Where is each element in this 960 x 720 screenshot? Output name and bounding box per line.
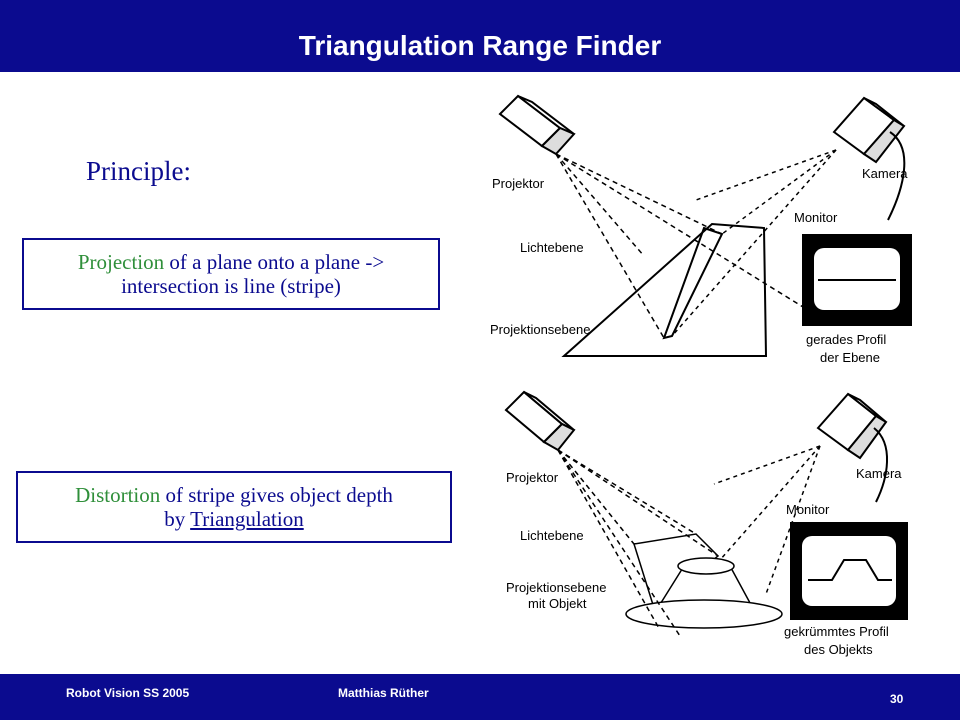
footer-author: Matthias Rüther xyxy=(338,686,429,700)
camera-cable xyxy=(873,427,888,503)
light-plane-label: Lichtebene xyxy=(520,240,584,255)
distortion-textbox: Distortion of stripe gives object depth … xyxy=(16,471,452,543)
light-plane-label: Lichtebene xyxy=(520,528,584,543)
curved-profile-line xyxy=(808,559,892,581)
projection-highlight: Projection xyxy=(77,250,165,274)
monitor-label: Monitor xyxy=(786,502,830,517)
projector-label: Projektor xyxy=(492,176,545,191)
projector-label: Projektor xyxy=(506,470,559,485)
profile-label-line1: gerades Profil xyxy=(806,332,886,347)
title-bar: Triangulation Range Finder xyxy=(0,0,960,72)
projection-plane-label: Projektionsebene xyxy=(490,322,590,337)
camera-cable xyxy=(887,131,906,221)
distortion-text-line1: of stripe gives object depth xyxy=(160,483,393,507)
projection-plane-shape xyxy=(561,222,768,357)
projection-textbox: Projection of a plane onto a plane -> in… xyxy=(22,238,440,310)
projector-icon xyxy=(498,94,576,156)
monitor-icon xyxy=(802,234,912,326)
camera-rays xyxy=(713,445,821,595)
camera-label: Kamera xyxy=(856,466,902,481)
page-number: 30 xyxy=(890,692,904,706)
distortion-text-prefix: by xyxy=(164,507,191,531)
slide-title: Triangulation Range Finder xyxy=(298,30,662,61)
monitor-icon xyxy=(790,522,908,620)
footer-bar: Robot Vision SS 2005 Matthias Rüther 30 xyxy=(0,674,960,720)
projector-rays xyxy=(557,449,719,637)
principle-label: Principle: xyxy=(86,156,191,186)
camera-rays xyxy=(671,149,837,337)
profile-label-line2: des Objekts xyxy=(804,642,873,657)
projection-text-line1: of a plane onto a plane -> xyxy=(164,250,385,274)
projector-icon xyxy=(504,390,576,452)
monitor-label: Monitor xyxy=(794,210,838,225)
footer-course: Robot Vision SS 2005 xyxy=(66,686,190,700)
projection-plane-label-line2: mit Objekt xyxy=(528,596,587,611)
plane-projection-diagram: Projektor Kamera Monitor Lichtebene Proj… xyxy=(490,94,912,365)
projector-rays xyxy=(555,153,825,339)
camera-icon xyxy=(816,392,888,460)
distortion-highlight: Distortion xyxy=(75,483,161,507)
camera-icon xyxy=(832,96,906,164)
object-projection-diagram: Projektor Kamera Monitor Lichtebene Proj… xyxy=(504,390,908,657)
profile-label-line2: der Ebene xyxy=(820,350,880,365)
object-shape xyxy=(625,557,783,629)
profile-label-line1: gekrümmtes Profil xyxy=(784,624,889,639)
projection-text-line2: intersection is line (stripe) xyxy=(121,274,341,298)
camera-label: Kamera xyxy=(862,166,908,181)
triangulation-link[interactable]: Triangulation xyxy=(190,507,304,531)
projection-plane-label-line1: Projektionsebene xyxy=(506,580,606,595)
